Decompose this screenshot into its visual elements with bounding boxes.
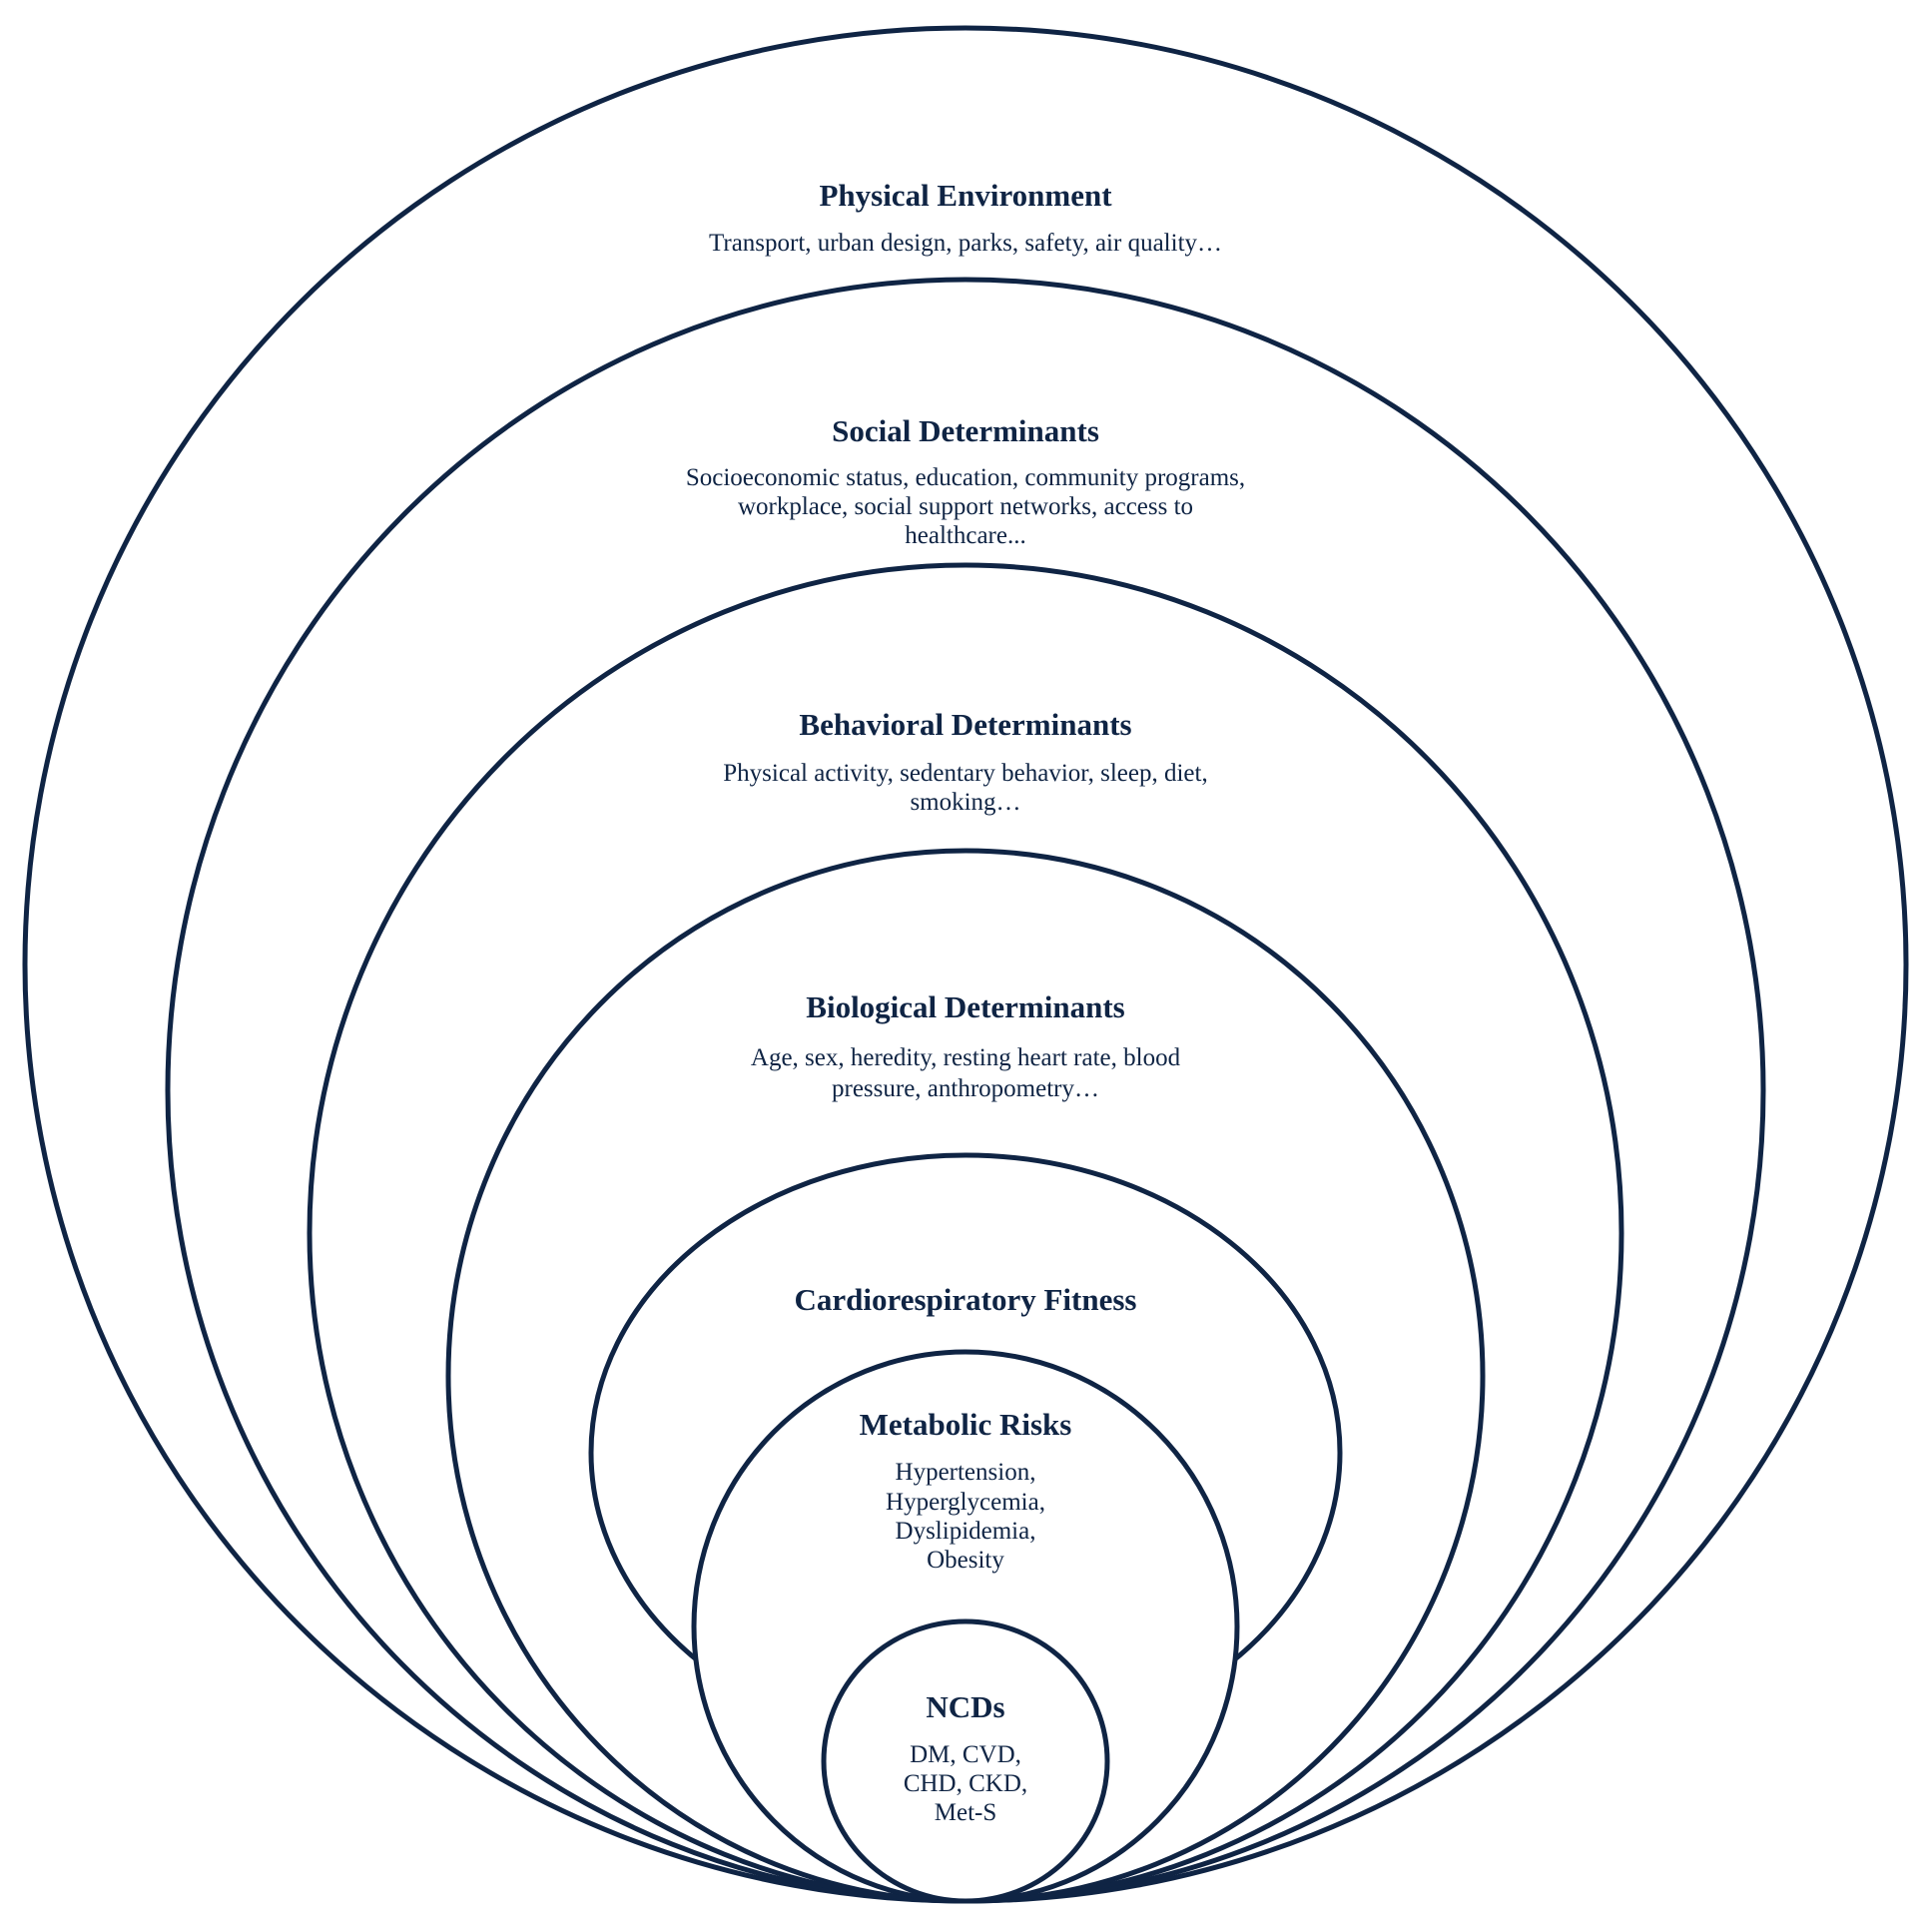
layer-desc-metabolic-risks-line-3: Dyslipidemia, — [896, 1518, 1036, 1545]
layer-desc-metabolic-risks-line-2: Hyperglycemia, — [886, 1489, 1045, 1516]
layer-title-cardiorespiratory-fitness: Cardiorespiratory Fitness — [795, 1282, 1137, 1317]
layer-desc-ncds-line-2: CHD, CKD, — [904, 1770, 1027, 1797]
layer-title-metabolic-risks: Metabolic Risks — [860, 1407, 1072, 1442]
layer-desc-biological-determinants-line-2: pressure, anthropometry… — [832, 1075, 1099, 1102]
layer-title-physical-environment: Physical Environment — [819, 178, 1112, 213]
layer-desc-biological-determinants-line-1: Age, sex, heredity, resting heart rate, … — [751, 1044, 1181, 1071]
layer-desc-behavioral-determinants-line-1: Physical activity, sedentary behavior, s… — [723, 760, 1207, 787]
layer-desc-ncds-line-1: DM, CVD, — [910, 1741, 1021, 1768]
layer-title-biological-determinants: Biological Determinants — [806, 989, 1124, 1024]
layer-title-ncds: NCDs — [926, 1689, 1004, 1724]
layer-title-social-determinants: Social Determinants — [832, 413, 1099, 448]
layer-title-behavioral-determinants: Behavioral Determinants — [799, 707, 1131, 742]
layer-ncds: NCDs DM, CVD, CHD, CKD, Met-S — [821, 1618, 1110, 1904]
layer-desc-physical-environment-line-1: Transport, urban design, parks, safety, … — [709, 230, 1222, 257]
ring-ncds — [821, 1618, 1110, 1904]
layer-desc-ncds-line-3: Met-S — [935, 1799, 997, 1826]
layer-desc-behavioral-determinants-line-2: smoking… — [910, 789, 1020, 816]
layer-desc-metabolic-risks-line-4: Obesity — [927, 1547, 1004, 1574]
layer-desc-metabolic-risks-line-1: Hypertension, — [896, 1459, 1036, 1486]
layer-desc-social-determinants-line-1: Socioeconomic status, education, communi… — [686, 464, 1245, 491]
layer-desc-social-determinants-line-3: healthcare... — [905, 522, 1025, 549]
layer-desc-social-determinants-line-2: workplace, social support networks, acce… — [738, 493, 1193, 520]
